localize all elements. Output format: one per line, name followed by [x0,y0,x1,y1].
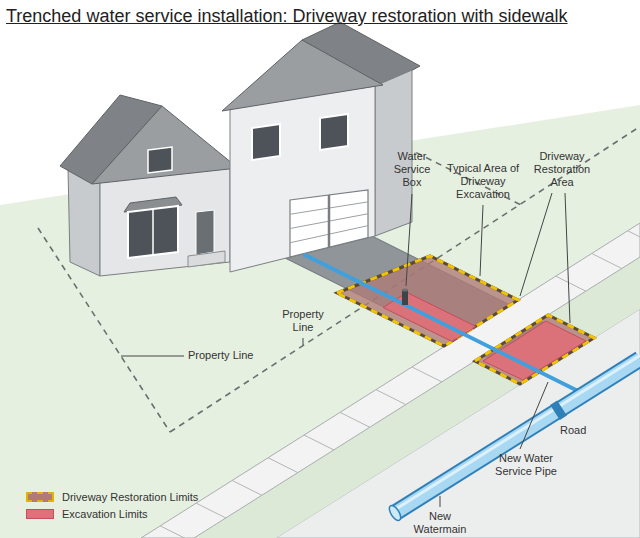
leader-lines [121,193,570,507]
watermain-highlight [396,356,640,510]
leader-line [303,338,304,345]
sidewalk-joint [556,276,586,291]
window [252,124,280,160]
callout-label: New Water Service Pipe [488,452,564,478]
service-box-top [402,289,408,292]
sidewalk-joint [160,526,190,538]
leader-line [440,496,441,507]
pipe-coupling [555,408,562,413]
label-box: New Water Service Pipe [488,452,564,478]
sidewalk-joint [628,231,640,246]
garage-door [290,190,368,257]
legend-text: Excavation Limits [62,508,148,520]
watermain [395,359,640,513]
sidewalk-joint [340,412,370,427]
sidewalk-joint [232,480,262,495]
restoration-areas [337,256,594,384]
label-box: Property Line [276,308,330,334]
bay-window [128,206,178,258]
sidewalk-joint [304,435,334,450]
service-box [402,290,408,305]
garage-door-split [328,195,331,248]
label-box: Road [560,424,586,437]
callout-label: Typical Area of Driveway Excavation [443,162,523,201]
house-front-wall [100,165,230,276]
window-frame [152,209,154,255]
steps [188,251,225,267]
window [148,147,172,173]
restoration-border [337,256,518,346]
house-front-wall [230,86,375,272]
house-roof [222,40,383,111]
sidewalk-joint [412,367,442,382]
callout-label: Water Service Box [385,150,439,189]
pipe-end [387,504,403,523]
label-box: Property Line [188,349,253,362]
label-box: Typical Area of Driveway Excavation [443,162,523,201]
leader-line [406,194,412,286]
label-box: Driveway Restoration Area [526,150,598,189]
service-pipe [305,255,584,394]
watermain-body [395,359,640,513]
leader-line [520,193,552,296]
legend: Driveway Restoration LimitsExcavation Li… [26,488,198,522]
legend-swatch [26,492,54,502]
house-roof [92,106,238,184]
sidewalk [141,223,640,538]
callout-label: Property Line [188,349,253,362]
leader-line [565,193,570,323]
sidewalk-joint [196,503,226,518]
callout-label: New Watermain [405,510,475,536]
legend-swatch [26,509,54,519]
callout-label: Driveway Restoration Area [526,150,598,189]
leader-line [121,356,184,357]
sidewalk-joint [268,458,298,473]
callout-label: Property Line [276,308,330,334]
window [320,114,348,150]
sidewalk-joint [592,254,622,269]
label-box: New Watermain [405,510,475,536]
leader-line [520,382,548,449]
title: Trenched water service installation: Dri… [6,6,568,27]
sidewalk-joint [376,390,406,405]
legend-text: Driveway Restoration Limits [62,491,198,503]
restoration-area [337,256,518,346]
house-side-wall [68,168,100,276]
label-box: Water Service Box [385,150,439,189]
legend-row: Driveway Restoration Limits [26,488,198,505]
door [196,210,214,255]
leader-line [480,205,483,276]
garage-panels [290,195,368,248]
legend-row: Excavation Limits [26,505,198,522]
callout-label: Road [560,424,586,437]
